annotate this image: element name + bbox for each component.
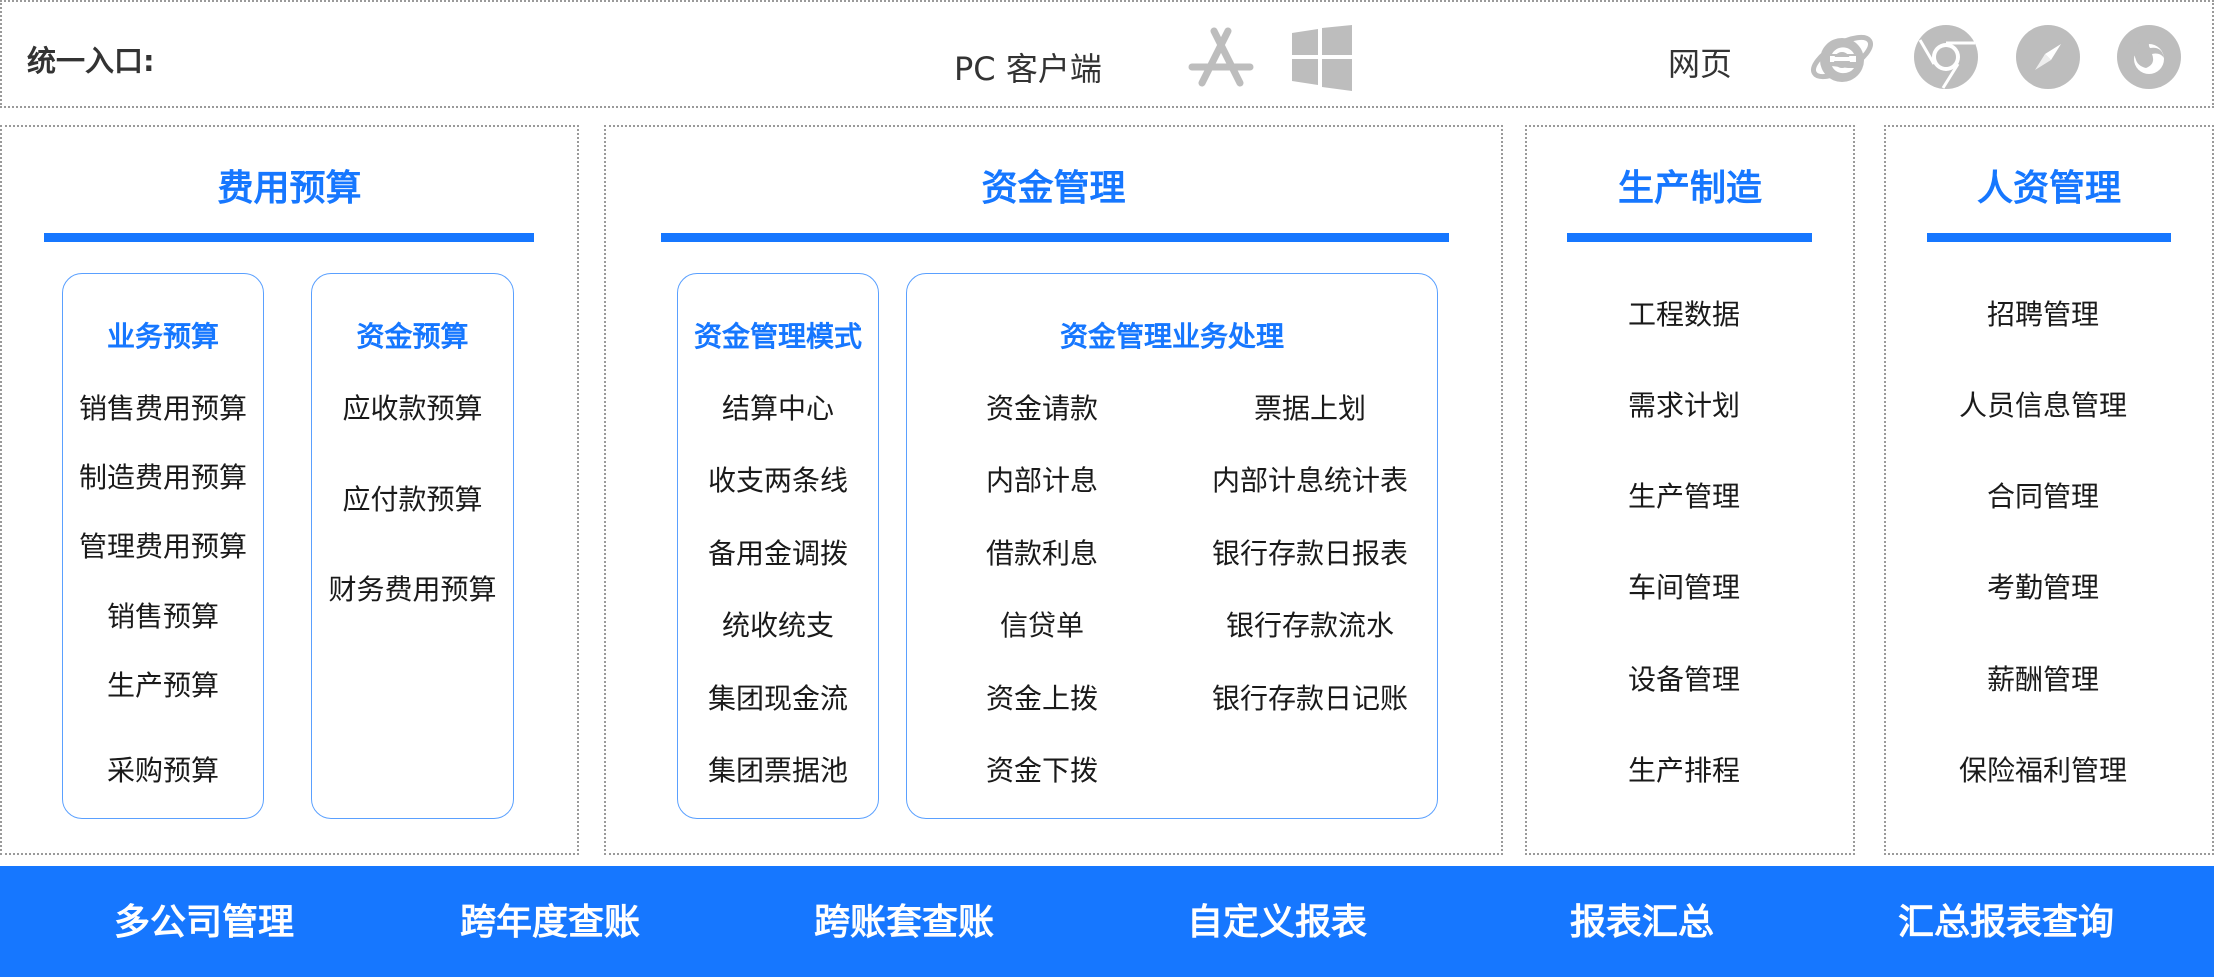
business-budget-item[interactable]: 销售费用预算 bbox=[78, 392, 247, 425]
hr-panel bbox=[1884, 125, 2214, 855]
entry-label: 统一入口: bbox=[27, 44, 155, 78]
business-budget-item[interactable]: 销售预算 bbox=[106, 600, 219, 633]
hr-item[interactable]: 薪酬管理 bbox=[1986, 663, 2099, 696]
treasury-mode-item[interactable]: 收支两条线 bbox=[707, 464, 848, 497]
pc-client-label: PC 客户端 bbox=[954, 50, 1102, 88]
business-budget-card bbox=[62, 273, 264, 819]
treasury-business-card bbox=[906, 273, 1438, 819]
business-budget-item[interactable]: 管理费用预算 bbox=[78, 530, 247, 563]
entry-bar: 统一入口: PC 客户端 网页 bbox=[0, 0, 2214, 108]
ie-browser-icon[interactable] bbox=[1808, 24, 1876, 90]
hr-item[interactable]: 保险福利管理 bbox=[1958, 754, 2127, 787]
bottom-item-summary-query[interactable]: 汇总报表查询 bbox=[1897, 902, 2114, 943]
hr-item[interactable]: 人员信息管理 bbox=[1958, 389, 2127, 422]
app-store-icon[interactable] bbox=[1188, 27, 1254, 89]
manufacturing-item[interactable]: 设备管理 bbox=[1627, 663, 1740, 696]
budget-panel-title: 费用预算 bbox=[217, 168, 362, 209]
treasury-mode-item[interactable]: 结算中心 bbox=[721, 392, 834, 425]
manufacturing-item[interactable]: 工程数据 bbox=[1627, 298, 1740, 331]
business-budget-item[interactable]: 采购预算 bbox=[106, 754, 219, 787]
bottom-item-multi-company[interactable]: 多公司管理 bbox=[113, 902, 294, 943]
fund-budget-card bbox=[311, 273, 514, 819]
hr-panel-title: 人资管理 bbox=[1976, 168, 2121, 209]
treasury-mode-title: 资金管理模式 bbox=[693, 320, 862, 353]
treasury-business-item[interactable]: 信贷单 bbox=[999, 609, 1084, 642]
manufacturing-item[interactable]: 车间管理 bbox=[1627, 571, 1740, 604]
windows-icon[interactable] bbox=[1292, 25, 1352, 91]
fund-budget-item[interactable]: 应付款预算 bbox=[342, 483, 483, 516]
treasury-business-item[interactable]: 借款利息 bbox=[985, 537, 1098, 570]
fund-budget-item[interactable]: 财务费用预算 bbox=[328, 573, 497, 606]
manufacturing-panel-title: 生产制造 bbox=[1617, 168, 1762, 209]
manufacturing-item[interactable]: 生产排程 bbox=[1627, 754, 1740, 787]
treasury-business-title: 资金管理业务处理 bbox=[1059, 320, 1284, 353]
treasury-business-item[interactable]: 银行存款流水 bbox=[1225, 609, 1394, 642]
bottom-feature-bar: 多公司管理 跨年度查账 跨账套查账 自定义报表 报表汇总 汇总报表查询 bbox=[0, 866, 2214, 977]
treasury-business-item[interactable]: 银行存款日记账 bbox=[1211, 682, 1408, 715]
treasury-business-item[interactable]: 银行存款日报表 bbox=[1211, 537, 1408, 570]
business-budget-item[interactable]: 制造费用预算 bbox=[78, 461, 247, 494]
treasury-title-rule bbox=[661, 233, 1449, 242]
hr-title-rule bbox=[1927, 233, 2171, 242]
firefox-icon[interactable] bbox=[2116, 24, 2182, 90]
business-budget-title: 业务预算 bbox=[106, 320, 219, 353]
hr-item[interactable]: 考勤管理 bbox=[1986, 571, 2099, 604]
treasury-panel-title: 资金管理 bbox=[981, 168, 1126, 209]
treasury-mode-item[interactable]: 统收统支 bbox=[721, 609, 834, 642]
treasury-mode-item[interactable]: 备用金调拨 bbox=[707, 537, 848, 570]
fund-budget-item[interactable]: 应收款预算 bbox=[342, 392, 483, 425]
fund-budget-title: 资金预算 bbox=[356, 320, 469, 353]
treasury-mode-item[interactable]: 集团现金流 bbox=[707, 682, 848, 715]
manufacturing-title-rule bbox=[1567, 233, 1812, 242]
manufacturing-item[interactable]: 生产管理 bbox=[1627, 480, 1740, 513]
hr-item[interactable]: 招聘管理 bbox=[1986, 298, 2099, 331]
chrome-icon[interactable] bbox=[1913, 24, 1979, 90]
treasury-business-item[interactable]: 资金上拨 bbox=[985, 682, 1098, 715]
web-label: 网页 bbox=[1668, 45, 1733, 83]
business-budget-item[interactable]: 生产预算 bbox=[106, 669, 219, 702]
bottom-item-cross-ledger[interactable]: 跨账套查账 bbox=[813, 902, 994, 943]
budget-title-rule bbox=[44, 233, 534, 242]
bottom-item-cross-year[interactable]: 跨年度查账 bbox=[459, 902, 640, 943]
safari-icon[interactable] bbox=[2015, 24, 2081, 90]
treasury-business-item[interactable]: 资金请款 bbox=[985, 392, 1098, 425]
treasury-business-item[interactable]: 资金下拨 bbox=[985, 754, 1098, 787]
manufacturing-panel bbox=[1525, 125, 1855, 855]
treasury-business-item[interactable]: 内部计息统计表 bbox=[1211, 464, 1408, 497]
treasury-mode-item[interactable]: 集团票据池 bbox=[707, 754, 848, 787]
treasury-mode-card bbox=[677, 273, 879, 819]
treasury-business-item[interactable]: 内部计息 bbox=[985, 464, 1098, 497]
hr-item[interactable]: 合同管理 bbox=[1986, 480, 2099, 513]
bottom-item-report-summary[interactable]: 报表汇总 bbox=[1569, 902, 1714, 943]
treasury-business-item[interactable]: 票据上划 bbox=[1253, 392, 1366, 425]
bottom-item-custom-report[interactable]: 自定义报表 bbox=[1186, 902, 1367, 943]
manufacturing-item[interactable]: 需求计划 bbox=[1627, 389, 1740, 422]
